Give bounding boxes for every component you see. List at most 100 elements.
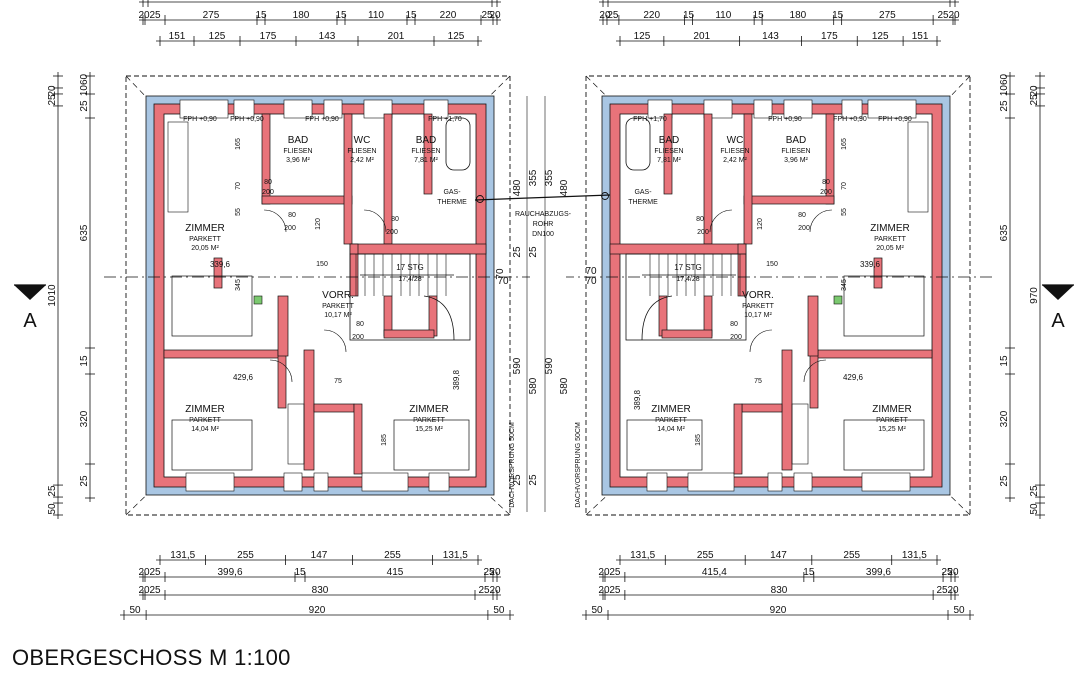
plan-annotation: 55: [235, 208, 242, 216]
interior-wall: [807, 295, 819, 357]
room-floor: PARKETT: [189, 417, 221, 424]
plan-annotation: 75: [754, 378, 762, 385]
dim-label: 180: [790, 10, 807, 21]
wardrobe: [791, 403, 809, 465]
plan-annotation: THERME: [437, 199, 467, 206]
plan-annotation: THERME: [628, 199, 658, 206]
room-name: BAD: [659, 135, 680, 146]
window-bottom: [428, 472, 450, 492]
dim-label: 25: [1029, 485, 1040, 497]
bed: [171, 275, 253, 337]
plan-annotation: FPH +1,70: [633, 116, 667, 123]
room-name: BAD: [416, 135, 437, 146]
window-top: [867, 99, 917, 119]
dim-label: 15: [832, 10, 844, 21]
dim-label: 143: [762, 31, 779, 42]
plan-annotation: 345: [235, 279, 242, 291]
dim-label: 50: [47, 503, 58, 515]
dim-label: 20: [598, 567, 610, 578]
plan-annotation: 339,6: [860, 260, 881, 269]
plan-annotation: FPH +0,90: [878, 116, 912, 123]
plan-annotation: 345: [841, 279, 848, 291]
section-marker-arrow: [1042, 285, 1074, 300]
dim-label: 25: [938, 10, 950, 21]
center-annotations: RAUCHABZUGS-ROHRDN1004803552525705905802…: [474, 96, 611, 512]
room-name: ZIMMER: [870, 223, 909, 234]
interior-wall: [873, 257, 883, 289]
bed: [626, 419, 703, 471]
door-swing: [263, 209, 287, 233]
window-bottom: [185, 472, 235, 492]
dim-label: 131,5: [170, 550, 195, 561]
plan-annotation: 389,8: [452, 369, 461, 390]
dim-label: 175: [821, 31, 838, 42]
window-bottom: [767, 472, 783, 492]
plan-annotation: 80: [264, 179, 272, 186]
dim-label: 320: [79, 410, 90, 427]
dim-label: 131,5: [902, 550, 927, 561]
plan-annotation: 70: [235, 182, 242, 190]
room-area: 10,17 M²: [324, 312, 352, 319]
center-dim: 480: [512, 179, 523, 196]
plan-annotation: 75: [334, 378, 342, 385]
center-dim: 480: [559, 179, 570, 196]
room-name: ZIMMER: [409, 404, 448, 415]
center-dim: 580: [528, 377, 539, 394]
dim-label: 125: [872, 31, 889, 42]
interior-wall: [811, 349, 933, 359]
plan-annotation: 185: [695, 434, 702, 446]
dim-label: 415,4: [702, 567, 727, 578]
dim-label: 151: [912, 31, 929, 42]
interior-wall: [743, 195, 835, 205]
dim-label: 1010: [47, 284, 58, 307]
door-swing: [269, 359, 293, 383]
plan-annotation: 200: [697, 229, 709, 236]
dim-label: 20: [138, 585, 150, 596]
room-floor: FLIESEN: [781, 148, 810, 155]
plan-annotation: 17 STG: [674, 263, 702, 272]
wardrobe: [167, 121, 189, 213]
dim-label: 20: [489, 10, 501, 21]
dim-label: 110: [715, 10, 731, 21]
dim-label: 1060: [79, 73, 90, 96]
door-swing: [709, 209, 733, 233]
planL-geometry: [104, 75, 530, 516]
window-top: [841, 99, 863, 119]
window-top: [323, 99, 343, 119]
plan-annotation: 17,4/28: [398, 276, 421, 283]
roof-outline: [585, 75, 971, 516]
dim-label: 25: [999, 475, 1010, 487]
room-floor: FLIESEN: [720, 148, 749, 155]
room-name: VORR.: [742, 290, 774, 301]
door-swing: [363, 209, 387, 233]
window-top: [179, 99, 229, 119]
plan-annotation: 55: [841, 208, 848, 216]
plan-annotation: 200: [284, 225, 296, 232]
dim-label: 635: [999, 224, 1010, 241]
dim-label: 15: [999, 355, 1010, 367]
section-marker-arrow: [14, 285, 46, 300]
interior-wall: [741, 403, 783, 413]
room-floor: FLIESEN: [347, 148, 376, 155]
plan-annotation: 120: [757, 218, 764, 230]
dim-label: 20: [599, 10, 611, 21]
dim-label: 20: [489, 585, 501, 596]
room-area: 3,96 M²: [286, 157, 310, 164]
dim-label: 25: [79, 475, 90, 487]
dim-label: 635: [79, 224, 90, 241]
dim-label: 20: [947, 585, 959, 596]
bathtub: [625, 117, 651, 171]
